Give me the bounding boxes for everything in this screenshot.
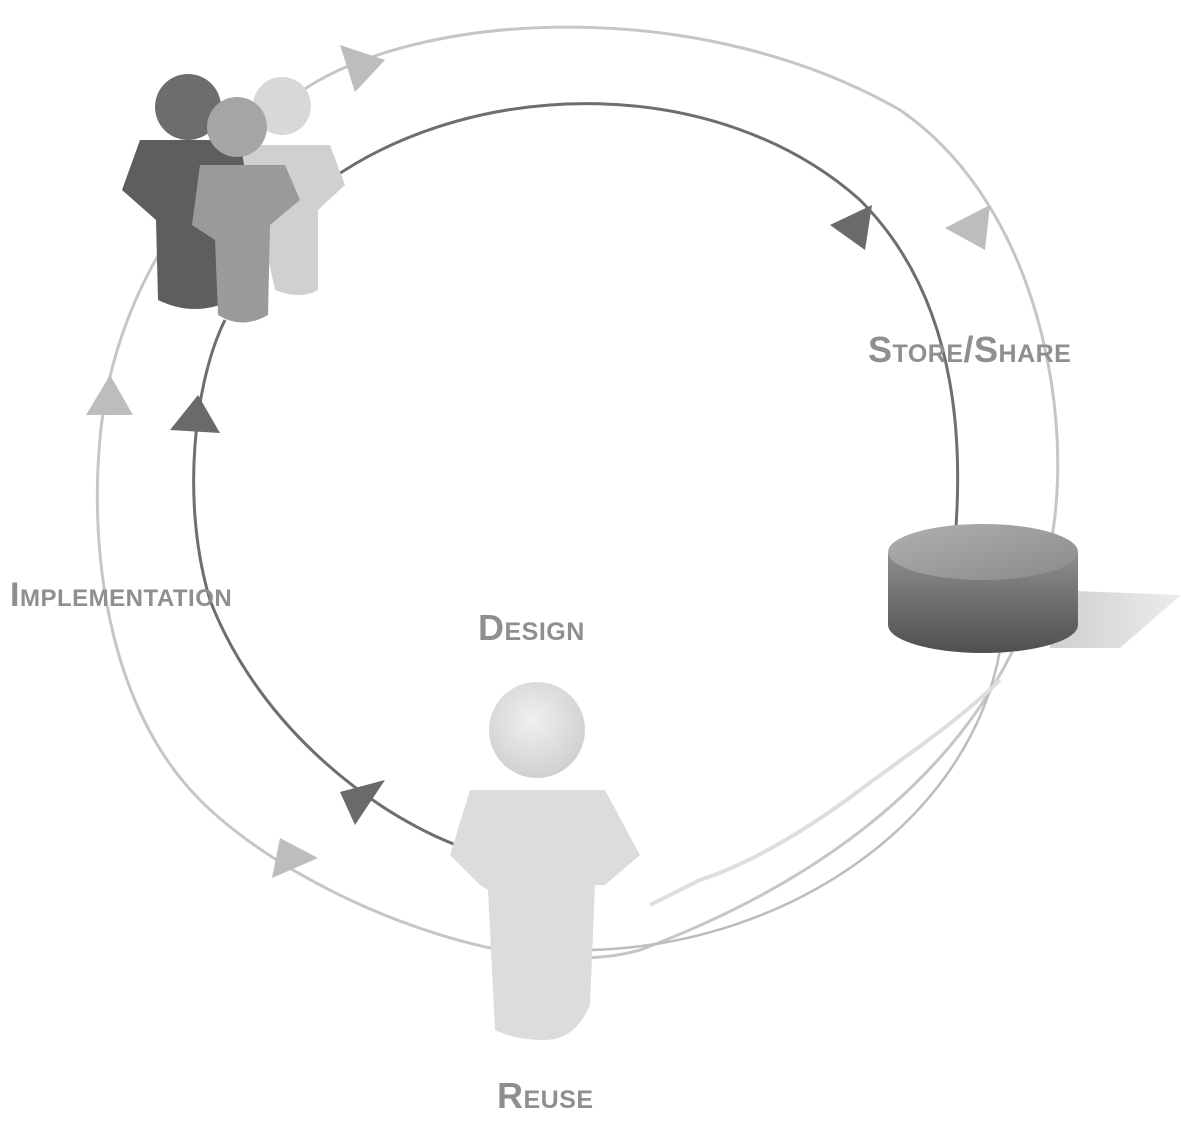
- database-cylinder-icon: [888, 524, 1181, 653]
- outer-arrow-right-icon: [945, 205, 990, 250]
- people-group-icon: [122, 74, 345, 323]
- outer-cycle-path: [95, 25, 1060, 960]
- inner-cycle-path-left: [192, 319, 471, 852]
- inner-arrow-bottom-icon: [340, 780, 385, 825]
- inner-cycle-path: [329, 102, 960, 541]
- outer-arrow-bottom-icon: [272, 838, 318, 878]
- inner-arrow-left-icon: [170, 395, 220, 433]
- implementation-label: Implementation: [10, 576, 232, 614]
- reuse-label: Reuse: [497, 1075, 594, 1116]
- person-icon: [450, 682, 640, 1040]
- store-share-label: Store/Share: [868, 329, 1071, 370]
- return-trail: [649, 678, 1002, 907]
- inner-arrow-right-icon: [830, 205, 872, 250]
- design-label: Design: [478, 607, 585, 648]
- outer-arrow-left-icon: [86, 375, 133, 415]
- inner-cycle-path-bottom: [589, 649, 1002, 952]
- outer-cycle: [86, 25, 1060, 960]
- inner-cycle: [170, 102, 1002, 952]
- outer-arrow-top-icon: [340, 45, 385, 92]
